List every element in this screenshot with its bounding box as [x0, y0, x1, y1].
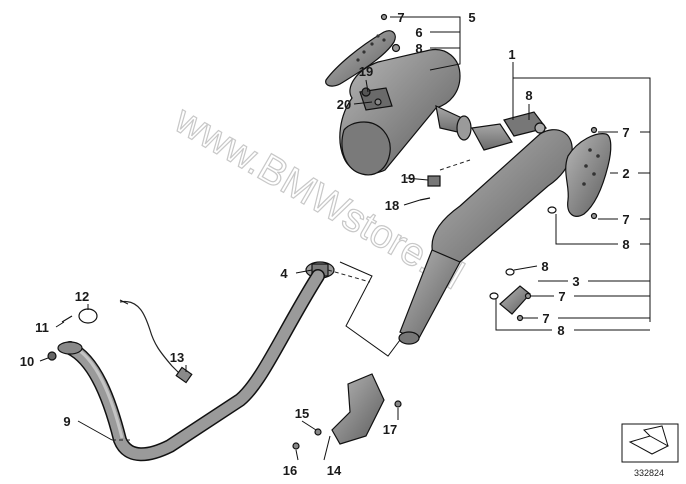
callout-label: 3: [572, 274, 579, 289]
callout-label: 8: [525, 88, 532, 103]
callout-label: 7: [542, 311, 549, 326]
callout-label: 8: [541, 259, 548, 274]
leader-lines: [39, 16, 651, 461]
header-fasteners: [47, 315, 73, 361]
diagram-id: 332824: [634, 468, 664, 478]
side-heat-shield: [565, 133, 612, 217]
gasket-ring: [78, 308, 98, 324]
callout-label: 17: [383, 422, 397, 437]
callout-label: 8: [557, 323, 564, 338]
callout-label: 2: [622, 166, 629, 181]
callout-label: 10: [20, 354, 34, 369]
lambda-sensor: [119, 300, 193, 384]
callout-label: 11: [35, 320, 49, 335]
callout-label: 7: [622, 125, 629, 140]
callout-label: 19: [359, 64, 373, 79]
callout-label: 18: [385, 198, 399, 213]
callout-label: 14: [327, 463, 342, 478]
callout-label: 9: [63, 414, 70, 429]
callout-label: 8: [622, 237, 629, 252]
small-fasteners: [292, 13, 598, 450]
callout-label: 7: [558, 289, 565, 304]
callout-label: 13: [170, 350, 184, 365]
callout-label: 8: [415, 41, 422, 56]
callout-label: 7: [397, 10, 404, 25]
mounting-plate: [499, 285, 531, 315]
header-pipe: [57, 269, 325, 462]
callout-label: 15: [295, 406, 309, 421]
callout-label: 7: [622, 212, 629, 227]
callout-label: 5: [468, 10, 475, 25]
callout-labels: 1234567777788888910111213141516171819192…: [20, 10, 630, 478]
callout-label: 6: [415, 25, 422, 40]
callout-label: 16: [283, 463, 297, 478]
assembly-guide-lines: [112, 159, 471, 441]
mount-bracket: [331, 373, 385, 445]
arrow-icon: [628, 425, 670, 455]
callout-label: 4: [280, 266, 288, 281]
callout-label: 1: [508, 47, 515, 62]
callout-label: 20: [337, 97, 351, 112]
callout-label: 19: [401, 171, 415, 186]
direction-indicator: 332824: [621, 423, 679, 478]
upper-heat-shield: [325, 30, 396, 87]
callout-label: 12: [75, 289, 89, 304]
main-silencer: [398, 111, 573, 345]
